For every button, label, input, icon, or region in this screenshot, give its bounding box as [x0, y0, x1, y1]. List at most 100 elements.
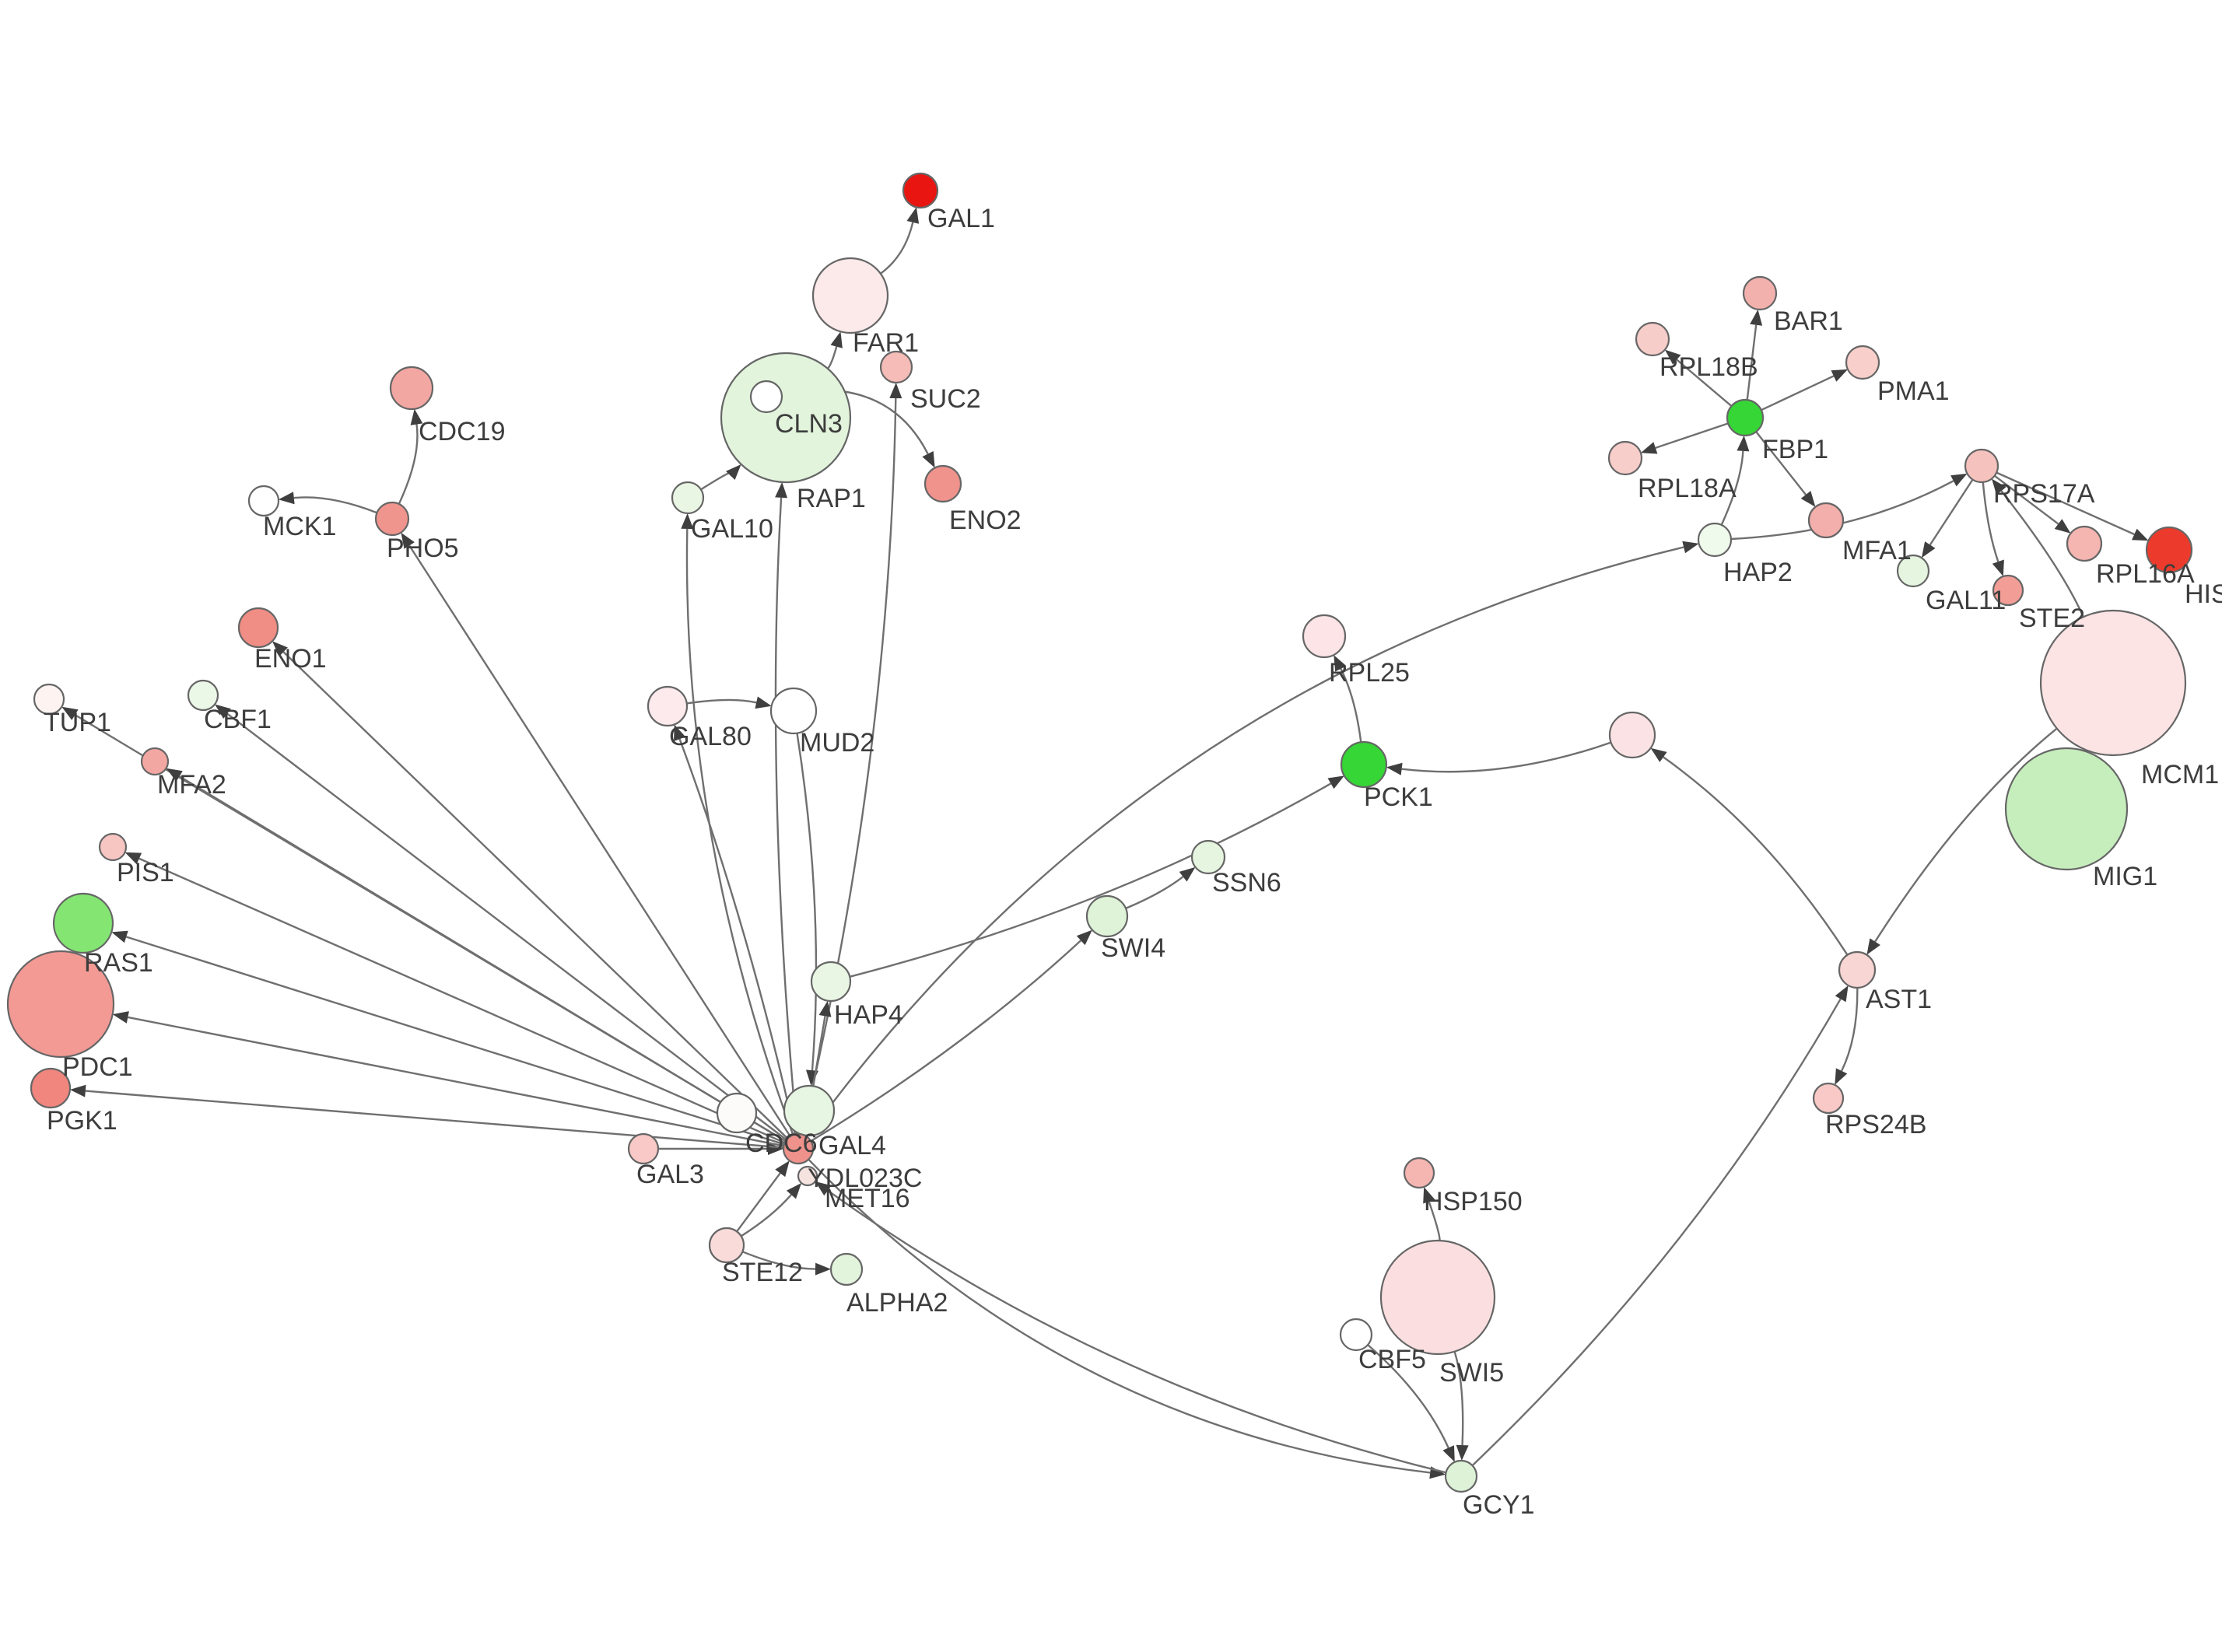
- edge-FBP1-PMA1[interactable]: [1761, 375, 1835, 411]
- node-BAR1[interactable]: [1742, 275, 1778, 311]
- edge-GCY1-MET16[interactable]: [827, 1189, 1446, 1474]
- edge-HAP2-RPS17A[interactable]: [1730, 480, 1954, 541]
- node-GAL1[interactable]: [902, 172, 939, 209]
- edge-GAL4-GCY1[interactable]: [808, 1158, 1431, 1474]
- node-PCK1[interactable]: [1340, 740, 1388, 789]
- node-PIS1[interactable]: [98, 832, 128, 862]
- edge-STE12-GAL4[interactable]: [736, 1172, 781, 1233]
- node-STE2[interactable]: [1992, 574, 2024, 607]
- node-ENO1[interactable]: [237, 607, 279, 649]
- edge-FBP1-MFA1[interactable]: [1755, 431, 1807, 495]
- node-MCM1[interactable]: [2039, 609, 2187, 757]
- edge-GAL4-PDC1[interactable]: [128, 1016, 784, 1147]
- node-RPS24B[interactable]: [1812, 1082, 1845, 1115]
- node-PGK1[interactable]: [30, 1067, 72, 1109]
- node-RAP1[interactable]: [749, 380, 783, 414]
- edge-GAL4-SUC2[interactable]: [801, 397, 897, 1135]
- edge-RPS17A-RPL16A[interactable]: [1993, 474, 2059, 525]
- node-MCK1[interactable]: [247, 485, 280, 517]
- edge-GAL4-PGK1[interactable]: [85, 1090, 784, 1149]
- node-HAP4[interactable]: [810, 961, 852, 1003]
- node-GCY1[interactable]: [1444, 1459, 1478, 1493]
- node-RPL16A[interactable]: [2066, 525, 2103, 562]
- edge-FBP1-RPL18A[interactable]: [1655, 422, 1729, 450]
- edge-GAL4-CLN3[interactable]: [774, 497, 798, 1135]
- node-RPL18A[interactable]: [1607, 440, 1643, 476]
- node-CLN3[interactable]: [720, 352, 852, 484]
- edge-PHO5-CDC19[interactable]: [398, 424, 419, 505]
- node-CDC6[interactable]: [783, 1084, 836, 1137]
- node-RPL25[interactable]: [1302, 614, 1347, 659]
- node-HSP150[interactable]: [1403, 1157, 1435, 1189]
- edge-CDC6-HAP4[interactable]: [812, 1016, 826, 1087]
- edge-FAR1-GAL1[interactable]: [880, 222, 914, 275]
- node-RAS1[interactable]: [52, 892, 114, 954]
- node-HAP2[interactable]: [1697, 522, 1733, 558]
- node-HIS4[interactable]: [2145, 526, 2193, 574]
- edge-GAL4-ENO1[interactable]: [282, 651, 789, 1139]
- edge-CLN3-FAR1[interactable]: [827, 346, 838, 369]
- edge-AST1-NODE_X[interactable]: [1663, 756, 1849, 956]
- node-ENO2[interactable]: [923, 464, 962, 503]
- node-STE12[interactable]: [708, 1227, 745, 1264]
- edge-HAP2-FBP1[interactable]: [1720, 450, 1744, 526]
- node-MFA2[interactable]: [140, 747, 170, 776]
- node-NODE_X[interactable]: [1608, 711, 1656, 759]
- edge-PCK1-RPL25[interactable]: [1340, 668, 1362, 743]
- node-GAL80[interactable]: [647, 685, 689, 727]
- node-GAL10[interactable]: [671, 481, 705, 515]
- edge-FBP1-RPL18B[interactable]: [1676, 359, 1733, 408]
- edge-MCM1-RPS17A[interactable]: [2000, 490, 2084, 618]
- edge-GAL4-HAP2[interactable]: [806, 546, 1684, 1138]
- node-PDC1[interactable]: [6, 950, 115, 1059]
- edge-GAL4-RAS1[interactable]: [125, 936, 785, 1146]
- node-ALPHA2[interactable]: [829, 1252, 864, 1286]
- edge-RPS17A-STE2[interactable]: [1982, 481, 1999, 562]
- edge-AST1-RPS24B[interactable]: [1841, 987, 1859, 1072]
- edge-GAL10-CLN3[interactable]: [700, 471, 734, 491]
- node-CDC19[interactable]: [389, 366, 434, 411]
- edge-HAP4-PCK1[interactable]: [849, 782, 1332, 978]
- node-GAL11[interactable]: [1896, 554, 1930, 588]
- edge-GAL4-PHO5[interactable]: [408, 544, 791, 1137]
- edge-SWI4-SSN6[interactable]: [1125, 876, 1184, 910]
- edge-RPS17A-GAL11[interactable]: [1929, 478, 1974, 546]
- edge-RPS17A-HIS4[interactable]: [1996, 471, 2135, 536]
- node-CBF5[interactable]: [1339, 1318, 1373, 1352]
- node-SWI5[interactable]: [1379, 1239, 1496, 1356]
- node-TUP1[interactable]: [33, 683, 65, 716]
- edge-NODE_X-PCK1[interactable]: [1401, 741, 1611, 773]
- edge-GAL4-GAL80[interactable]: [678, 738, 797, 1135]
- edge-SWI5-HSP150[interactable]: [1428, 1201, 1441, 1241]
- node-SSN6[interactable]: [1190, 839, 1226, 875]
- node-SWI4[interactable]: [1085, 894, 1129, 938]
- edge-GCY1-AST1[interactable]: [1471, 998, 1842, 1467]
- node-MIG1[interactable]: [2004, 747, 2129, 871]
- node-GAL4[interactable]: [782, 1132, 815, 1165]
- edge-GAL4-MFA2[interactable]: [179, 775, 787, 1143]
- node-SUC2[interactable]: [879, 350, 913, 384]
- edge-STE12-MET16[interactable]: [740, 1194, 792, 1237]
- edge-GAL4-PIS1[interactable]: [138, 857, 786, 1144]
- edge-GAL4-SWI4[interactable]: [810, 940, 1082, 1143]
- node-GAL3[interactable]: [627, 1132, 660, 1165]
- edge-GAL4-CBF1[interactable]: [226, 712, 787, 1141]
- node-AST1[interactable]: [1838, 950, 1877, 989]
- node-MUD2[interactable]: [769, 687, 818, 735]
- node-MET16[interactable]: [797, 1165, 818, 1187]
- node-RPS17A[interactable]: [1964, 448, 1999, 484]
- edge-GAL4-GAL10[interactable]: [685, 528, 794, 1136]
- node-FAR1[interactable]: [811, 257, 889, 334]
- edge-FBP1-BAR1[interactable]: [1746, 324, 1758, 401]
- node-PHO5[interactable]: [374, 501, 410, 537]
- edge-STE12-ALPHA2[interactable]: [741, 1251, 816, 1270]
- node-CBF1[interactable]: [187, 679, 219, 712]
- edge-MUD2-CDC6[interactable]: [796, 733, 818, 1071]
- node-MFA1[interactable]: [1807, 502, 1845, 539]
- node-YDL023C[interactable]: [716, 1092, 758, 1134]
- node-FBP1[interactable]: [1726, 398, 1765, 437]
- edge-PHO5-MCK1[interactable]: [293, 496, 377, 514]
- edge-SWI5-GCY1[interactable]: [1453, 1351, 1464, 1446]
- edge-MCM1-AST1[interactable]: [1874, 727, 2058, 943]
